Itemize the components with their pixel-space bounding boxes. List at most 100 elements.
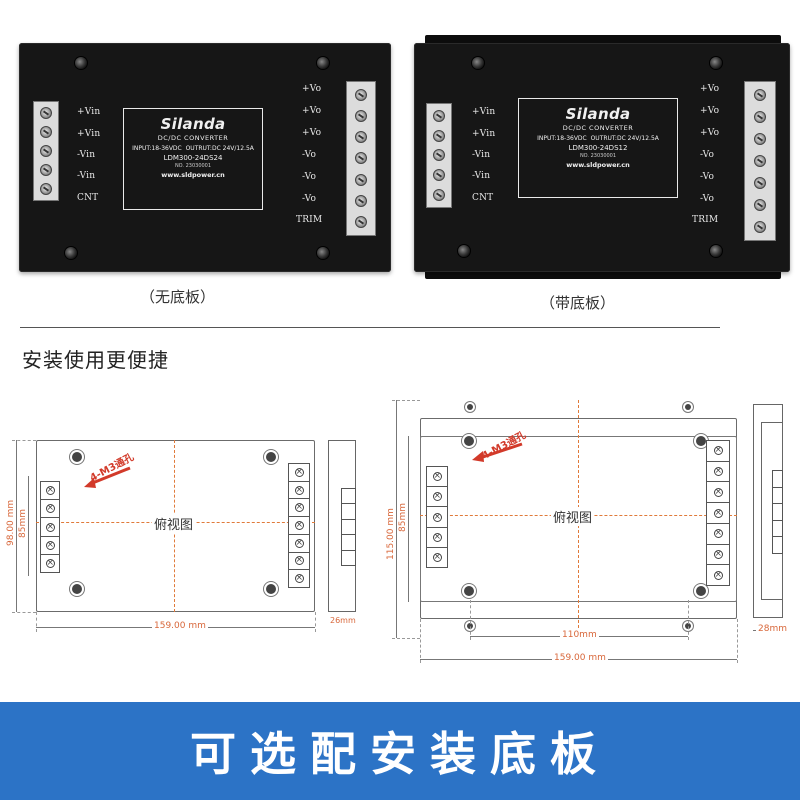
extension-line	[420, 619, 421, 663]
mount-hole-icon	[696, 436, 706, 446]
brand-name: Silanda	[160, 115, 226, 133]
pin-label: CNT	[472, 193, 494, 203]
pin-label: +Vin	[77, 129, 101, 139]
mount-hole-icon	[696, 586, 706, 596]
caption-no-base: （无底板）	[140, 288, 216, 306]
pin-label: -Vin	[77, 150, 96, 160]
extension-line	[737, 619, 738, 663]
extension-line	[315, 612, 316, 632]
screw-icon	[710, 57, 722, 69]
width-dimension: 159.00 mm	[552, 653, 608, 663]
pin-label: TRIM	[692, 215, 719, 225]
output-terminal-drawing	[706, 440, 730, 586]
caption-with-base: （带底板）	[540, 294, 616, 312]
dimension-line	[408, 436, 409, 602]
height-dimension: 115.00 mm	[386, 506, 396, 562]
screw-icon	[458, 245, 470, 257]
pin-label: +Vin	[77, 107, 101, 117]
inner-height-dimension: 85mm	[398, 501, 408, 534]
input-terminal-block	[33, 101, 59, 201]
pin-label: -Vin	[472, 171, 491, 181]
view-label: 俯视图	[152, 514, 196, 533]
mount-hole-icon	[464, 436, 474, 446]
mount-hole-icon	[266, 452, 276, 462]
input-terminal-drawing	[426, 466, 448, 568]
side-view-terminal	[772, 470, 783, 554]
mount-hole-icon	[72, 452, 82, 462]
serial-number: NO. 23030001	[174, 163, 212, 169]
mount-hole-icon	[72, 584, 82, 594]
dimension-line	[16, 440, 17, 612]
width-dimension: 159.00 mm	[152, 621, 208, 631]
product-subtitle: DC/DC CONVERTER	[562, 124, 634, 132]
website-url: www.sldpower.cn	[161, 171, 225, 179]
extension-line	[12, 612, 36, 613]
product-a-board: +Vin +Vin -Vin -Vin CNT +Vo +Vo +Vo -Vo …	[19, 43, 391, 272]
pin-label: -Vo	[302, 150, 317, 160]
model-number: LDM300-24DS24	[163, 154, 223, 162]
height-dimension: 98.00 mm	[6, 497, 16, 548]
screw-icon	[710, 245, 722, 257]
mount-hole-icon	[266, 584, 276, 594]
banner-text: 可选配安装底板	[190, 727, 610, 781]
pin-label: +Vo	[302, 128, 322, 138]
plate-hole-icon	[467, 404, 473, 410]
pin-label: -Vo	[700, 150, 715, 160]
pin-label: -Vo	[700, 194, 715, 204]
model-number: LDM300-24DS12	[568, 144, 628, 152]
screw-icon	[317, 247, 329, 259]
dimension-line	[396, 400, 397, 638]
pin-label: CNT	[77, 193, 99, 203]
pin-label: -Vin	[77, 171, 96, 181]
plate-hole-icon	[685, 404, 691, 410]
section-title: 安装使用更便捷	[22, 348, 169, 372]
product-label: Silanda DC/DC CONVERTER INPUT:18-36VDC O…	[518, 98, 678, 198]
input-terminal-drawing	[40, 481, 60, 573]
pin-label: -Vo	[700, 172, 715, 182]
hole-spacing-dimension: 110mm	[560, 630, 599, 640]
extension-line	[36, 612, 37, 632]
pin-label: TRIM	[296, 215, 323, 225]
pin-label: +Vin	[472, 107, 496, 117]
product-b-board: +Vin +Vin -Vin -Vin CNT +Vo +Vo +Vo -Vo …	[414, 43, 790, 272]
dimension-line	[28, 476, 29, 576]
input-terminal-block	[426, 103, 452, 208]
pin-label: +Vo	[700, 106, 720, 116]
mount-hole-icon	[464, 586, 474, 596]
pin-label: +Vo	[700, 84, 720, 94]
extension-line	[12, 440, 36, 441]
extension-line	[392, 638, 420, 639]
inner-height-dimension: 85mm	[18, 507, 28, 540]
hole-arrow-icon	[84, 466, 131, 488]
io-spec: INPUT:18-36VDC OUTRUT:DC 24V/12.5A	[537, 135, 659, 142]
pin-label: -Vo	[302, 194, 317, 204]
pin-label: +Vo	[302, 84, 322, 94]
side-dimension: 28mm	[756, 624, 789, 634]
pin-label: -Vo	[302, 172, 317, 182]
output-terminal-drawing	[288, 463, 310, 588]
product-subtitle: DC/DC CONVERTER	[157, 134, 229, 142]
pin-label: +Vin	[472, 129, 496, 139]
side-dimension: 26mm	[328, 616, 358, 625]
output-terminal-block	[346, 81, 376, 236]
screw-icon	[75, 57, 87, 69]
section-divider	[20, 327, 720, 328]
pin-label: -Vin	[472, 150, 491, 160]
extension-line	[688, 600, 689, 640]
extension-line	[470, 600, 471, 640]
serial-number: NO. 23030001	[579, 153, 617, 159]
product-label: Silanda DC/DC CONVERTER INPUT:18-36VDC O…	[123, 108, 263, 210]
extension-line	[392, 400, 420, 401]
side-view-terminal	[341, 488, 356, 566]
bottom-banner: 可选配安装底板	[0, 702, 800, 800]
output-terminal-block	[744, 81, 776, 241]
io-spec: INPUT:18-36VDC OUTRUT:DC 24V/12.5A	[132, 145, 254, 152]
pin-label: +Vo	[302, 106, 322, 116]
screw-icon	[65, 247, 77, 259]
brand-name: Silanda	[565, 105, 631, 123]
screw-icon	[472, 57, 484, 69]
hole-arrow-icon	[472, 442, 523, 462]
view-label: 俯视图	[551, 507, 595, 526]
screw-icon	[317, 57, 329, 69]
website-url: www.sldpower.cn	[566, 161, 630, 169]
